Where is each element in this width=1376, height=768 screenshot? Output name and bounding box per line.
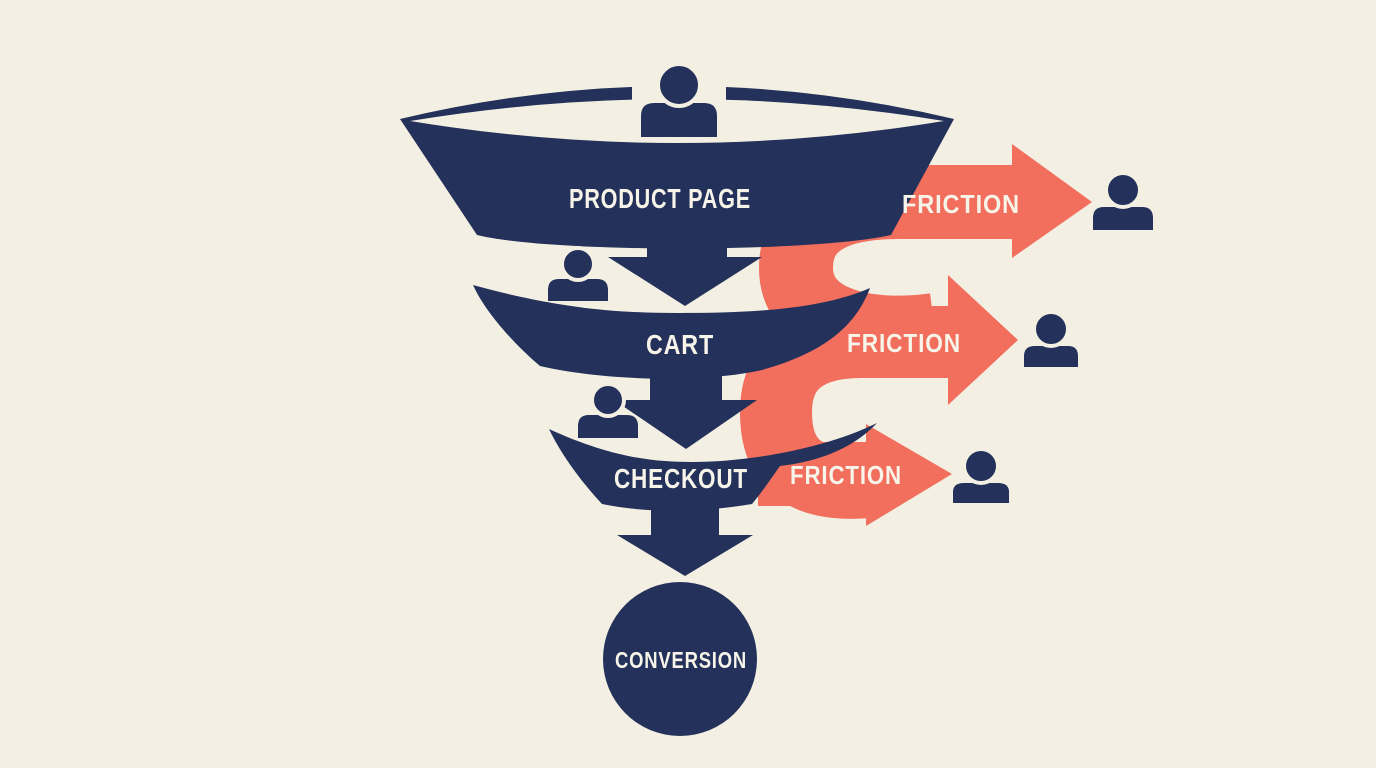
- stage-label-conversion: CONVERSION: [615, 647, 747, 673]
- down-arrow-2: [614, 358, 757, 449]
- labels: PRODUCT PAGE CART CHECKOUT CONVERSION FR…: [569, 183, 1020, 673]
- friction-label-2: FRICTION: [847, 328, 961, 358]
- user-icon-funnel-top: [641, 62, 717, 137]
- user-icon-friction-3: [953, 447, 1009, 503]
- friction-arrow-middle-arrowhead: [948, 275, 1018, 405]
- friction-arrow-top-arrowhead: [1012, 144, 1092, 258]
- friction-arrow-bottom-arrowhead: [866, 424, 952, 526]
- user-icon-between-1: [548, 246, 608, 301]
- conversion-circle: [603, 582, 757, 736]
- down-arrow-1: [608, 222, 762, 306]
- user-icon-friction-2: [1024, 310, 1078, 367]
- stage-label-cart: CART: [646, 329, 714, 360]
- funnel-body: [400, 70, 954, 736]
- stage-label-checkout: CHECKOUT: [614, 463, 748, 494]
- user-icon-friction-1: [1093, 171, 1153, 230]
- funnel-stage-cart: [473, 285, 870, 379]
- user-icon-between-2: [578, 382, 638, 438]
- stage-label-product-page: PRODUCT PAGE: [569, 183, 751, 214]
- friction-label-3: FRICTION: [790, 460, 902, 490]
- user-icons: [548, 62, 1153, 503]
- down-arrow-3: [617, 496, 753, 576]
- friction-label-1: FRICTION: [902, 189, 1020, 219]
- funnel-stage-checkout: [549, 423, 877, 511]
